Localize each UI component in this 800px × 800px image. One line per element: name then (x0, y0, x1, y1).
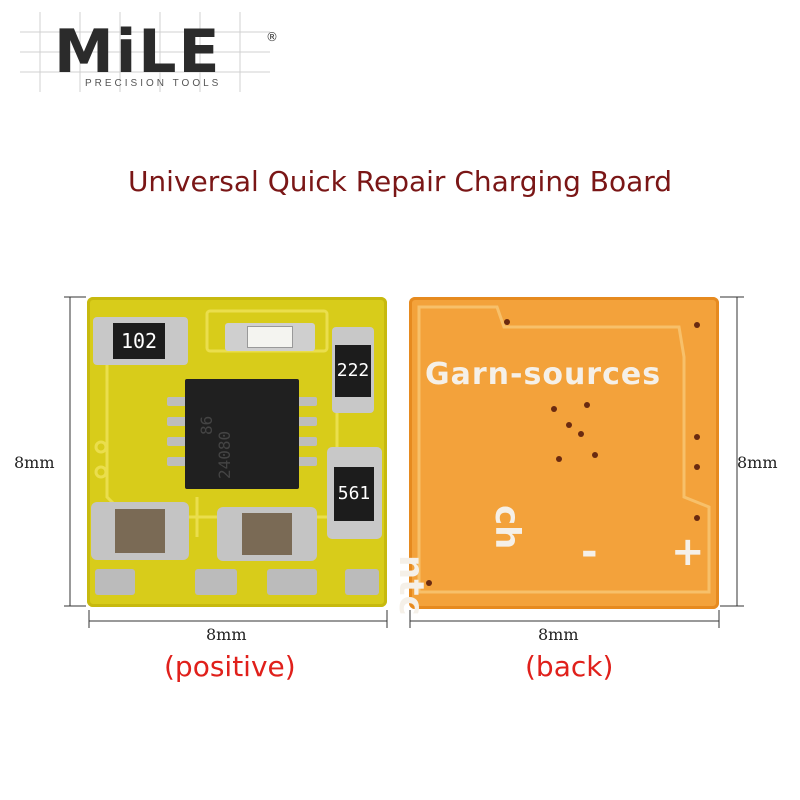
logo-wordmark: MiLE (54, 17, 222, 87)
back-width-label: 8mm (538, 625, 579, 644)
logo-tagline: PRECISION TOOLS (85, 78, 222, 89)
ic-chip-code-1: 86 (197, 415, 216, 435)
resistor-102-label: 102 (113, 323, 165, 359)
capacitor-left-body (115, 509, 165, 553)
capacitor-right-body (242, 513, 292, 555)
ic-chip: 86 24080 (167, 375, 317, 495)
pad-3 (267, 569, 317, 595)
silkscreen-brand: Garn-sources (425, 357, 662, 392)
led-lens (247, 326, 293, 348)
pad-1 (95, 569, 135, 595)
back-board-traces (417, 305, 711, 594)
front-caption: (positive) (164, 650, 296, 683)
silkscreen-ntc: ntc (391, 555, 431, 616)
pad-2 (195, 569, 237, 595)
mile-logo: MiLE ® (20, 12, 278, 92)
front-width-label: 8mm (206, 625, 247, 644)
front-board: 102 222 86 24080 561 (87, 297, 387, 607)
silkscreen-minus: - (581, 529, 598, 575)
silkscreen-plus: + (671, 529, 705, 575)
back-caption: (back) (525, 650, 614, 683)
ic-chip-code-2: 24080 (215, 430, 234, 479)
resistor-222-label: 222 (335, 345, 371, 397)
logo-registered-mark: ® (266, 30, 278, 44)
ic-chip-pins (167, 379, 317, 489)
page-title: Universal Quick Repair Charging Board (127, 165, 673, 198)
resistor-561-label: 561 (334, 467, 374, 521)
front-height-label: 8mm (14, 453, 55, 472)
pad-4 (345, 569, 379, 595)
silkscreen-ch: ch (487, 505, 527, 550)
logo-grid-icon (20, 12, 270, 92)
back-height-label: 8mm (737, 453, 778, 472)
back-board: Garn-sources ntc ch - + (391, 297, 719, 616)
